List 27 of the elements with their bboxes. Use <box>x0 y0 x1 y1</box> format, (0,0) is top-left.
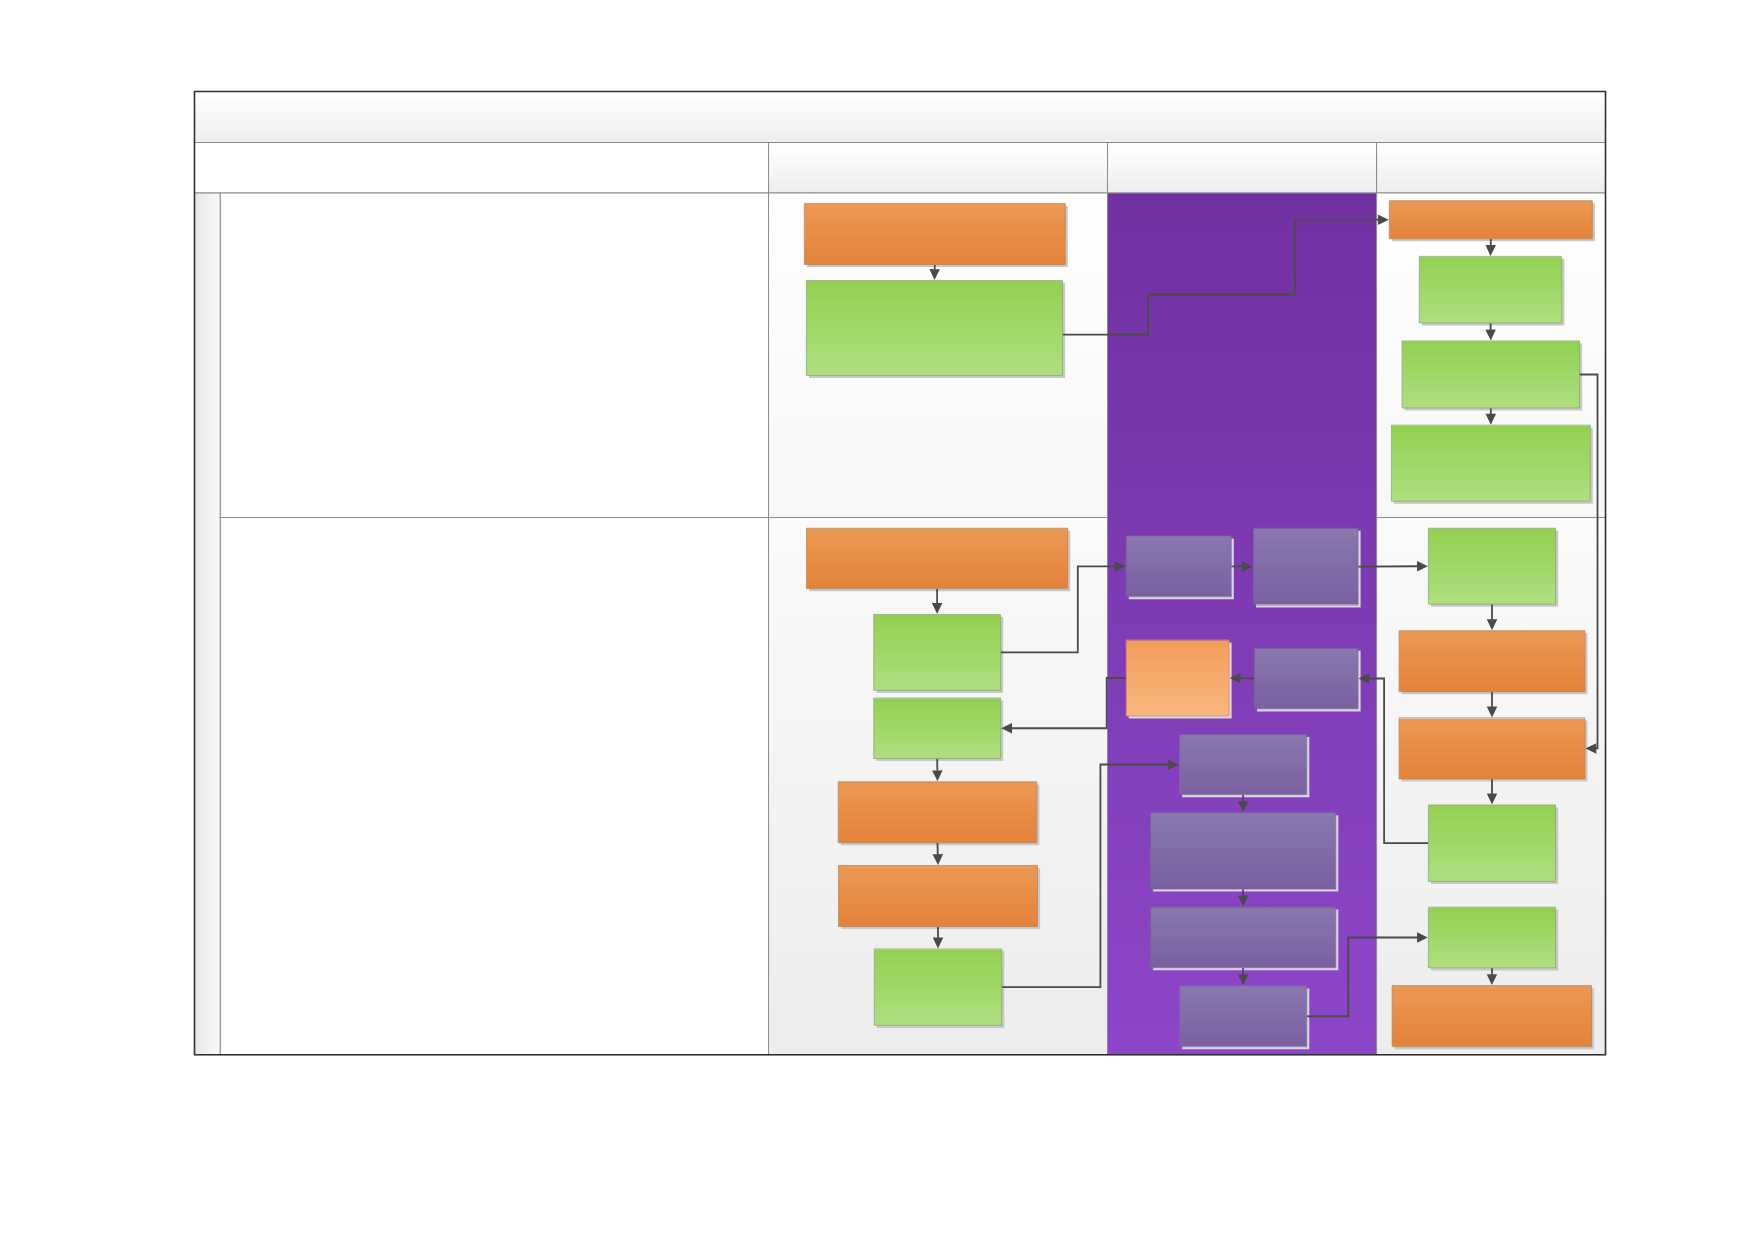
arrow <box>1579 373 1599 754</box>
process-box <box>1150 812 1339 892</box>
process-box <box>837 781 1040 846</box>
process-box <box>873 948 1005 1028</box>
process-box <box>1398 717 1588 782</box>
process-box <box>803 203 1068 268</box>
process-box <box>1254 647 1361 712</box>
process-box <box>1125 639 1232 719</box>
process-box <box>1179 985 1310 1050</box>
process-box <box>1150 906 1339 971</box>
process-box <box>1125 535 1234 600</box>
process-box <box>1179 734 1310 798</box>
process-box <box>806 527 1071 592</box>
process-box <box>1418 256 1565 326</box>
process-box <box>1391 424 1593 504</box>
process-box <box>1391 985 1595 1050</box>
process-box <box>1428 527 1559 607</box>
process-box <box>873 697 1004 762</box>
process-box <box>1428 906 1559 971</box>
process-box <box>1398 630 1588 695</box>
process-box <box>1388 200 1595 242</box>
process-box <box>838 865 1041 930</box>
process-box <box>1401 340 1583 411</box>
process-box <box>1428 804 1559 884</box>
process-box <box>806 280 1066 378</box>
process-box <box>873 614 1004 693</box>
process-box <box>1253 527 1361 608</box>
